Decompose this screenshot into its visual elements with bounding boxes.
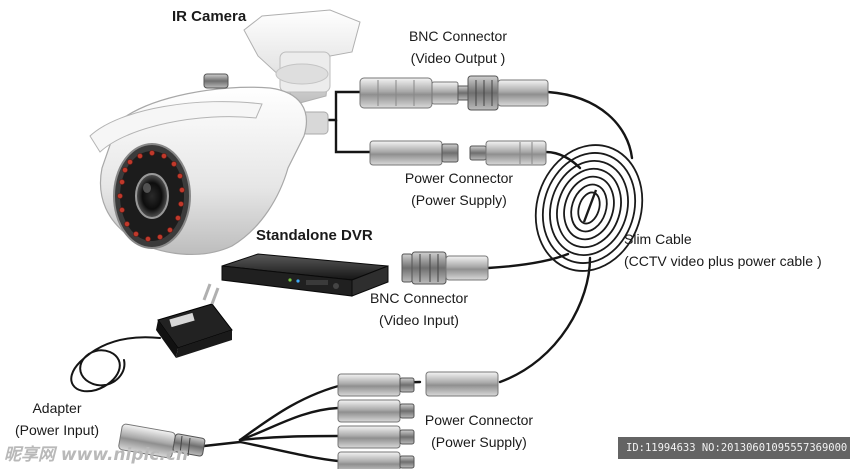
bnc-connector-input [401, 251, 489, 285]
bnc-input-label: BNC Connector (Video Input) [344, 289, 494, 329]
adapter-label: Adapter (Power Input) [4, 399, 110, 439]
bnc-input-title: BNC Connector [369, 290, 469, 306]
bnc-output-title: BNC Connector [408, 28, 508, 44]
adapter-title: Adapter [32, 400, 82, 416]
power-connector-bottom [337, 371, 499, 469]
power-bottom-title: Power Connector [424, 412, 534, 428]
slim-cable-coil [534, 144, 644, 272]
slim-cable-subtitle: (CCTV video plus power cable ) [624, 253, 822, 269]
dvr-label: Standalone DVR [256, 227, 373, 244]
power-adapter [156, 283, 233, 358]
ir-camera-label: IR Camera [172, 8, 247, 25]
adapter-subtitle: (Power Input) [14, 422, 100, 438]
power-connector-top [369, 140, 547, 166]
power-top-label: Power Connector (Power Supply) [384, 169, 534, 209]
bnc-input-subtitle: (Video Input) [379, 312, 459, 328]
ir-led-ring [117, 150, 185, 242]
ir-camera [89, 9, 361, 255]
watermark-id: ID:11994633 NO:20130601095557369000 [618, 437, 850, 459]
bnc-connector-output [359, 75, 549, 111]
adapter-barrel-connector [118, 423, 206, 459]
slim-cable-label: Slim Cable (CCTV video plus power cable … [624, 230, 822, 270]
standalone-dvr [221, 253, 389, 297]
power-bottom-label: Power Connector (Power Supply) [404, 411, 554, 451]
power-top-subtitle: (Power Supply) [411, 192, 507, 208]
bnc-output-subtitle: (Video Output ) [410, 50, 506, 66]
watermark-site: 昵享网 www.nipic.cn [4, 445, 189, 465]
bnc-output-label: BNC Connector (Video Output ) [383, 27, 533, 67]
slim-cable-title: Slim Cable [624, 231, 692, 247]
power-top-title: Power Connector [404, 170, 514, 186]
power-bottom-subtitle: (Power Supply) [431, 434, 527, 450]
